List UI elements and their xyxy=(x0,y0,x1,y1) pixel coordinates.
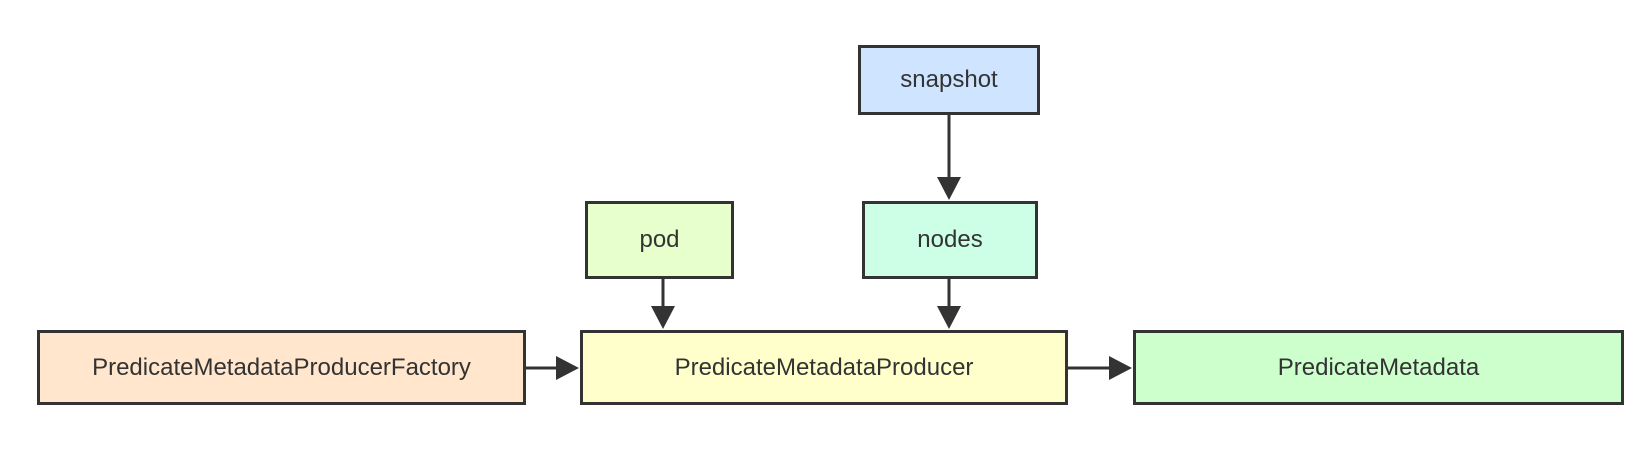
node-snapshot-label: snapshot xyxy=(900,66,998,93)
node-predicate-metadata-producer-factory: PredicateMetadataProducerFactory xyxy=(37,330,526,405)
node-factory-label: PredicateMetadataProducerFactory xyxy=(92,353,471,381)
edge-snapshot-to-nodes xyxy=(937,115,961,200)
edge-producer-to-metadata xyxy=(1068,356,1132,380)
node-metadata-label: PredicateMetadata xyxy=(1277,353,1480,381)
edge-pod-to-producer xyxy=(651,279,675,329)
node-pod-label: pod xyxy=(639,226,680,253)
node-pod: pod xyxy=(585,201,734,279)
node-predicate-metadata: PredicateMetadata xyxy=(1133,330,1624,405)
edge-nodes-to-producer xyxy=(937,279,961,329)
edge-factory-to-producer xyxy=(526,356,579,380)
node-producer-label: PredicateMetadataProducer xyxy=(674,353,974,381)
node-predicate-metadata-producer: PredicateMetadataProducer xyxy=(580,330,1068,405)
node-snapshot: snapshot xyxy=(858,45,1040,115)
node-nodes: nodes xyxy=(862,201,1038,279)
node-nodes-label: nodes xyxy=(917,226,983,253)
